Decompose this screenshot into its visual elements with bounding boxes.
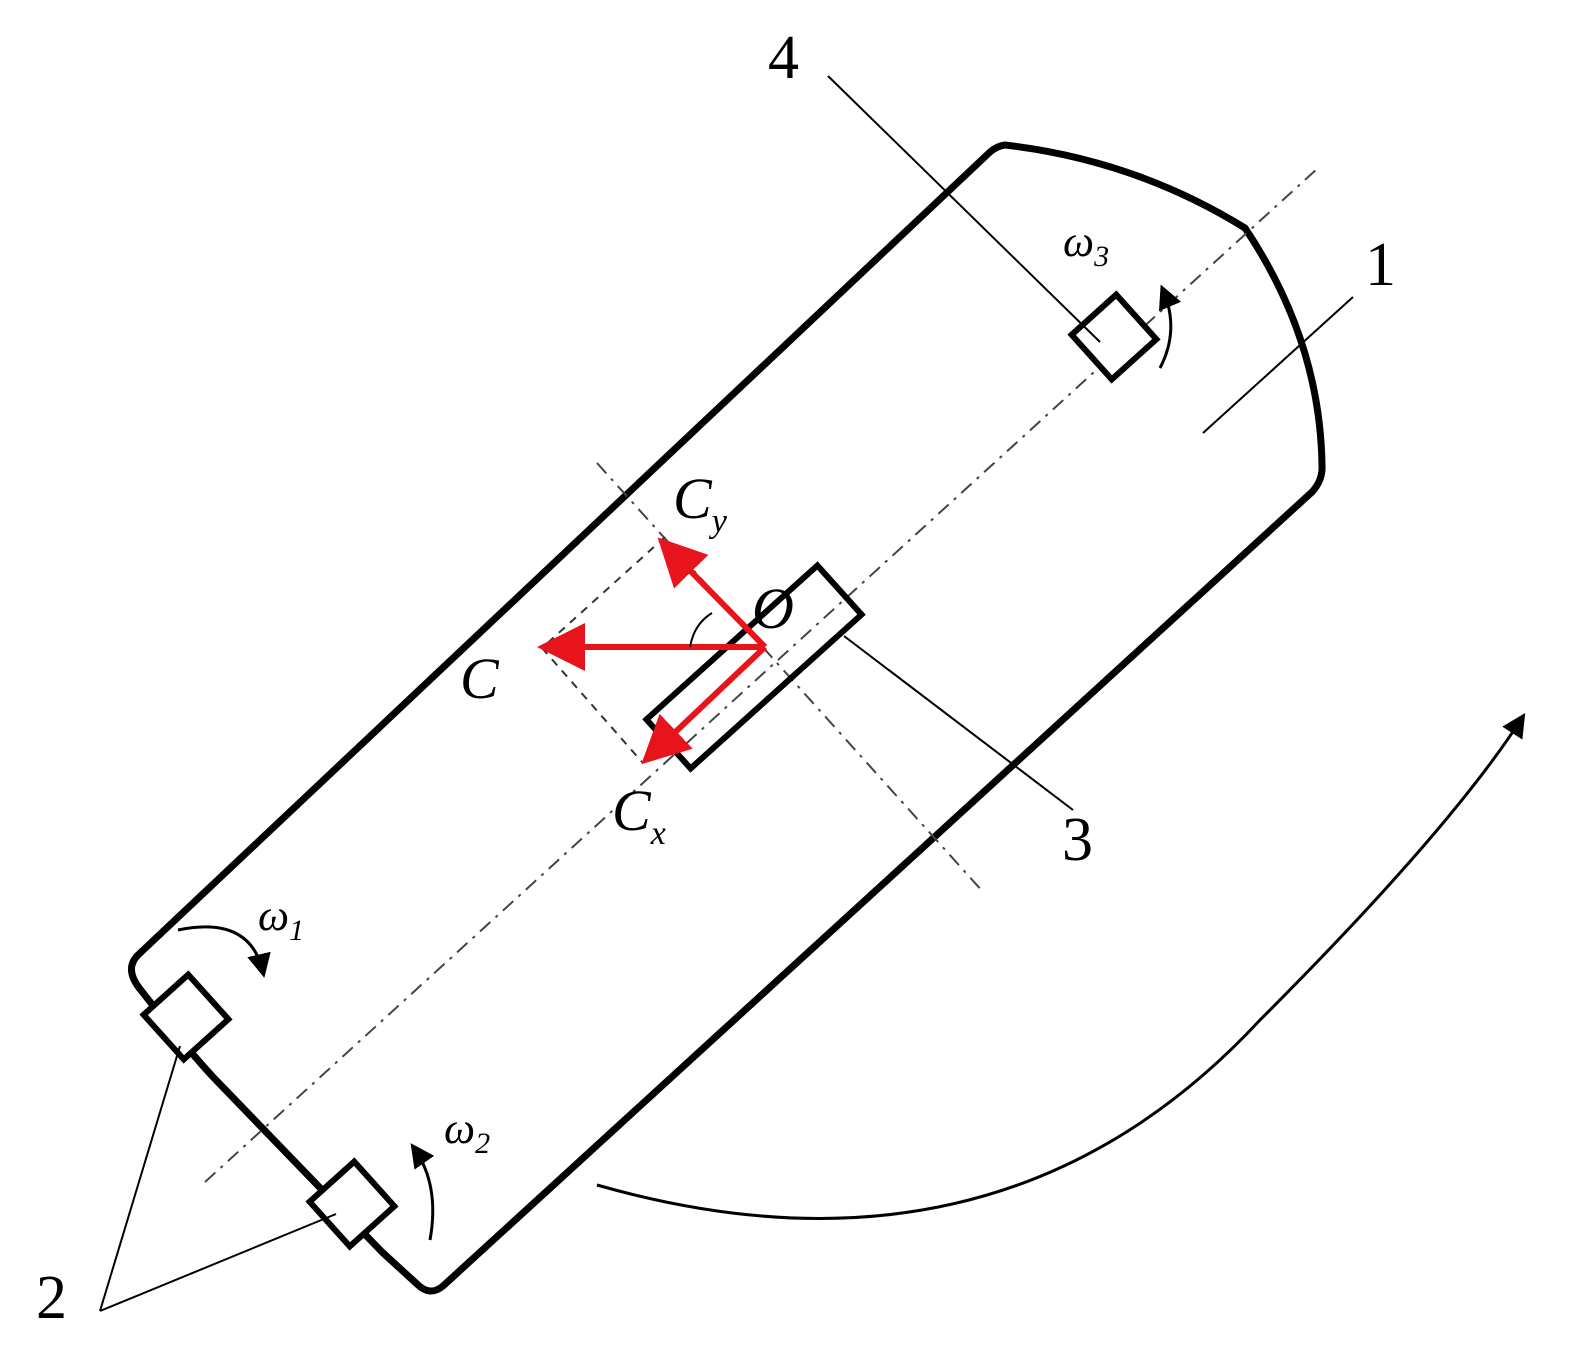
body-outline (128, 141, 1326, 1295)
upper-sensor (1067, 290, 1161, 384)
vector-group (537, 537, 768, 765)
swing-arrow (596, 712, 1526, 1220)
label-cy-subscript: y (709, 503, 728, 540)
omega3-label: ω3 (1063, 217, 1109, 273)
omega2-symbol: ω (444, 1104, 475, 1153)
label-cy: Cy (673, 466, 728, 540)
omega1-rotation-arrow (177, 925, 271, 978)
label-cx-base: C (612, 778, 652, 843)
leader-line-4 (827, 75, 1101, 343)
label-c: C (460, 646, 500, 711)
construction-line-left (541, 647, 643, 763)
label-cx: Cx (612, 778, 666, 852)
lower-sensor-right (305, 1157, 399, 1251)
omega2-subscript: 2 (475, 1127, 490, 1160)
longitudinal-axis (204, 167, 1319, 1183)
vector-cx-arrow (641, 644, 768, 765)
omega2-rotation-arrow (410, 1143, 435, 1241)
callout-2: 2 (36, 1264, 67, 1332)
omega1-subscript: 1 (289, 914, 304, 947)
callout-3: 3 (1062, 806, 1093, 874)
omega2-label: ω2 (444, 1104, 490, 1160)
omega3-subscript: 3 (1093, 240, 1109, 273)
leader-line-2b (99, 1213, 337, 1312)
omega3-symbol: ω (1063, 217, 1094, 266)
leader-line-3 (843, 635, 1074, 811)
leader-line-2a (99, 1045, 181, 1312)
lower-sensor-left (139, 970, 233, 1064)
label-cx-subscript: x (650, 815, 666, 852)
callout-4: 4 (768, 24, 799, 92)
omega1-symbol: ω (258, 891, 289, 940)
callout-1: 1 (1365, 231, 1396, 299)
angle-arc (689, 612, 713, 648)
label-o: O (752, 576, 794, 641)
label-cy-base: C (673, 466, 713, 531)
omega3-rotation-arrow (1158, 284, 1182, 369)
leader-line-1 (1202, 296, 1354, 434)
omega1-label: ω1 (258, 891, 304, 947)
vector-cy-arrow (657, 537, 768, 650)
